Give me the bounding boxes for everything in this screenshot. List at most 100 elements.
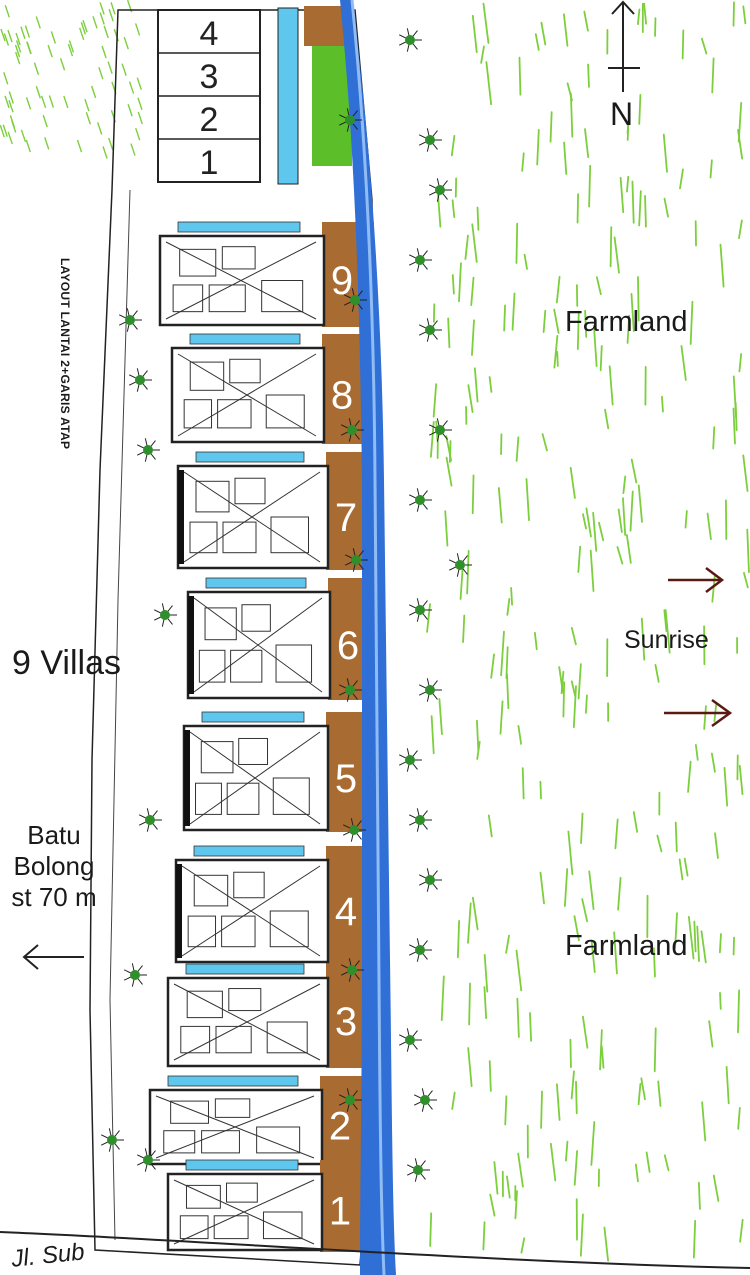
room-outline [187,915,217,948]
farmland-stroke [556,1083,561,1121]
farmland-stroke [584,694,588,714]
farmland-stroke [588,164,592,208]
room-outline [201,1130,240,1154]
farmland-stroke [654,663,660,683]
room-outline [189,361,225,391]
farmland-stroke [738,353,743,373]
grass-stroke [4,5,10,18]
villa-deck [320,1076,372,1166]
villa-wall [178,470,184,564]
palm-tree-icon [136,1148,160,1172]
roof-line [155,1095,315,1159]
farmland-stroke [506,597,511,616]
villa-number: 5 [335,757,357,801]
farmland-stroke [738,764,744,796]
farmland-stroke [569,92,574,138]
farmland-stroke [471,319,475,356]
farmland-stroke [664,609,671,654]
room-outline [270,516,309,554]
palm-crown [425,135,435,145]
villa: 6 [186,577,380,700]
farmland-stroke [476,740,481,760]
farmland-stroke [640,1077,646,1101]
farmland-stroke [466,549,470,595]
farmland-stroke [499,700,504,735]
farmland-stroke [581,898,589,923]
farmland-stroke [674,912,678,949]
grass-stroke [4,95,10,109]
farmland-stroke [518,56,522,96]
grass-stroke [15,40,22,53]
palm-crown [347,965,357,975]
palm-tree-icon [418,868,442,892]
parking-number: 1 [200,144,219,182]
farmland-stroke [739,1218,744,1243]
farmland-stroke [617,508,623,533]
farmland-stroke [558,666,564,693]
farmland-stroke [645,1151,651,1173]
farmland-stroke [549,111,553,143]
villa-number: 4 [335,890,357,934]
farmland-stroke [471,14,478,54]
farmland-stroke [506,1175,511,1199]
room-outline [262,1211,303,1240]
room-outline [230,649,263,683]
grass-stroke [8,91,14,104]
room-outline [193,874,229,907]
palm-crown [435,425,445,435]
farmland-stroke [742,454,749,492]
inner-boundary-line [109,189,131,1241]
grass-stroke [136,77,142,90]
grass-stroke [2,124,8,137]
farmland-stroke [573,915,580,942]
palm-tree-icon [398,748,422,772]
farmland-stroke [588,870,595,910]
farmland-stroke [476,719,480,752]
farmland-stroke [445,435,453,462]
farmland-stroke [570,1070,575,1100]
farmland-stroke [636,8,641,26]
farmland-stroke [609,226,613,268]
room-outline [222,521,257,554]
grass-stroke [82,20,88,33]
palm-crown [415,495,425,505]
farmland-stroke [613,236,620,274]
farmland-stroke [709,159,713,179]
farmland-stroke [592,511,598,552]
farmland-stroke [580,812,584,844]
palm-crown [145,815,155,825]
roof-line [177,353,317,437]
farmland-stroke [563,868,569,907]
farmland-stroke [737,1106,741,1130]
farmland-stroke [471,474,475,515]
grass-stroke [0,124,5,138]
palm-crown [345,115,355,125]
grass-stroke [15,51,21,65]
farmland-stroke [569,466,576,499]
farmland-stroke [710,752,716,773]
north-arrow-icon [608,0,640,92]
room-outline [195,480,230,513]
farmland-stroke [697,1181,701,1210]
batu-line: Batu [27,820,81,850]
farmland-stroke [706,512,712,540]
palm-tree-icon [398,1028,422,1052]
farmland-stroke [451,274,455,295]
farmland-stroke [725,1065,730,1105]
grass-stroke [137,111,143,125]
farmland-stroke [608,365,614,406]
farmland-stroke [521,767,525,800]
farmland-stroke [511,292,516,331]
farmland-stroke [483,954,489,993]
farmland-stroke [515,949,523,992]
grass-stroke [48,95,55,108]
grass-stroke [127,104,133,117]
grass-stroke [107,61,113,74]
grass-stroke [35,86,41,99]
grass-stroke [25,139,31,153]
farmland-stroke [488,376,493,393]
farmland-stroke [487,814,493,838]
palm-tree-icon [418,678,442,702]
farmland-stroke [430,715,435,755]
room-outline [215,1025,252,1054]
